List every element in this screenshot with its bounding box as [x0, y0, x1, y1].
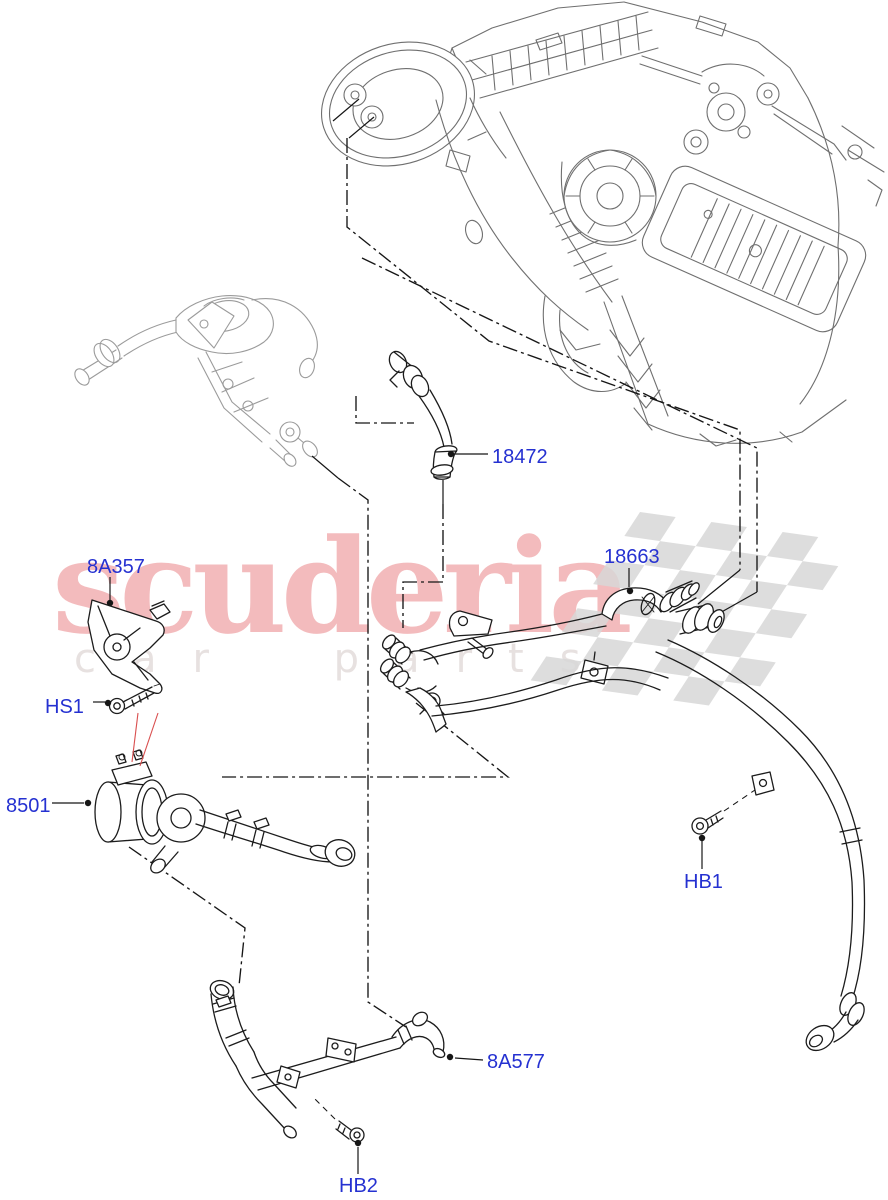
part-8a577-heater-pipe — [209, 979, 446, 1139]
part-label-8A357[interactable]: 8A357 — [87, 556, 145, 578]
part-8501-auxiliary-water-pump — [94, 749, 356, 874]
screw-hb2 — [311, 1095, 365, 1143]
hvac-unit-reference-drawing — [320, 1, 885, 447]
part-label-18663[interactable]: 18663 — [604, 546, 660, 568]
red-fastening-indicator-lines — [131, 712, 159, 767]
part-number-labels: 8A357 HS1 8501 18472 18663 HB1 8A577 HB2 — [6, 446, 723, 1197]
part-18472-water-pipe — [388, 350, 458, 480]
part-label-HB1[interactable]: HB1 — [684, 871, 723, 893]
part-label-8501[interactable]: 8501 — [6, 795, 51, 817]
part-label-8A577[interactable]: 8A577 — [487, 1051, 545, 1073]
phantom-connection-lines — [128, 98, 758, 1028]
screw-hb1 — [691, 789, 756, 835]
part-label-HS1[interactable]: HS1 — [45, 696, 84, 718]
part-label-18472[interactable]: 18472 — [492, 446, 548, 468]
label-leader-lines — [52, 450, 706, 1174]
part-18663-heater-hose-assembly — [379, 580, 866, 1052]
screw-hs1 — [108, 683, 161, 715]
part-label-HB2[interactable]: HB2 — [339, 1175, 378, 1197]
auxiliary-heater-reference-drawing — [74, 295, 318, 467]
